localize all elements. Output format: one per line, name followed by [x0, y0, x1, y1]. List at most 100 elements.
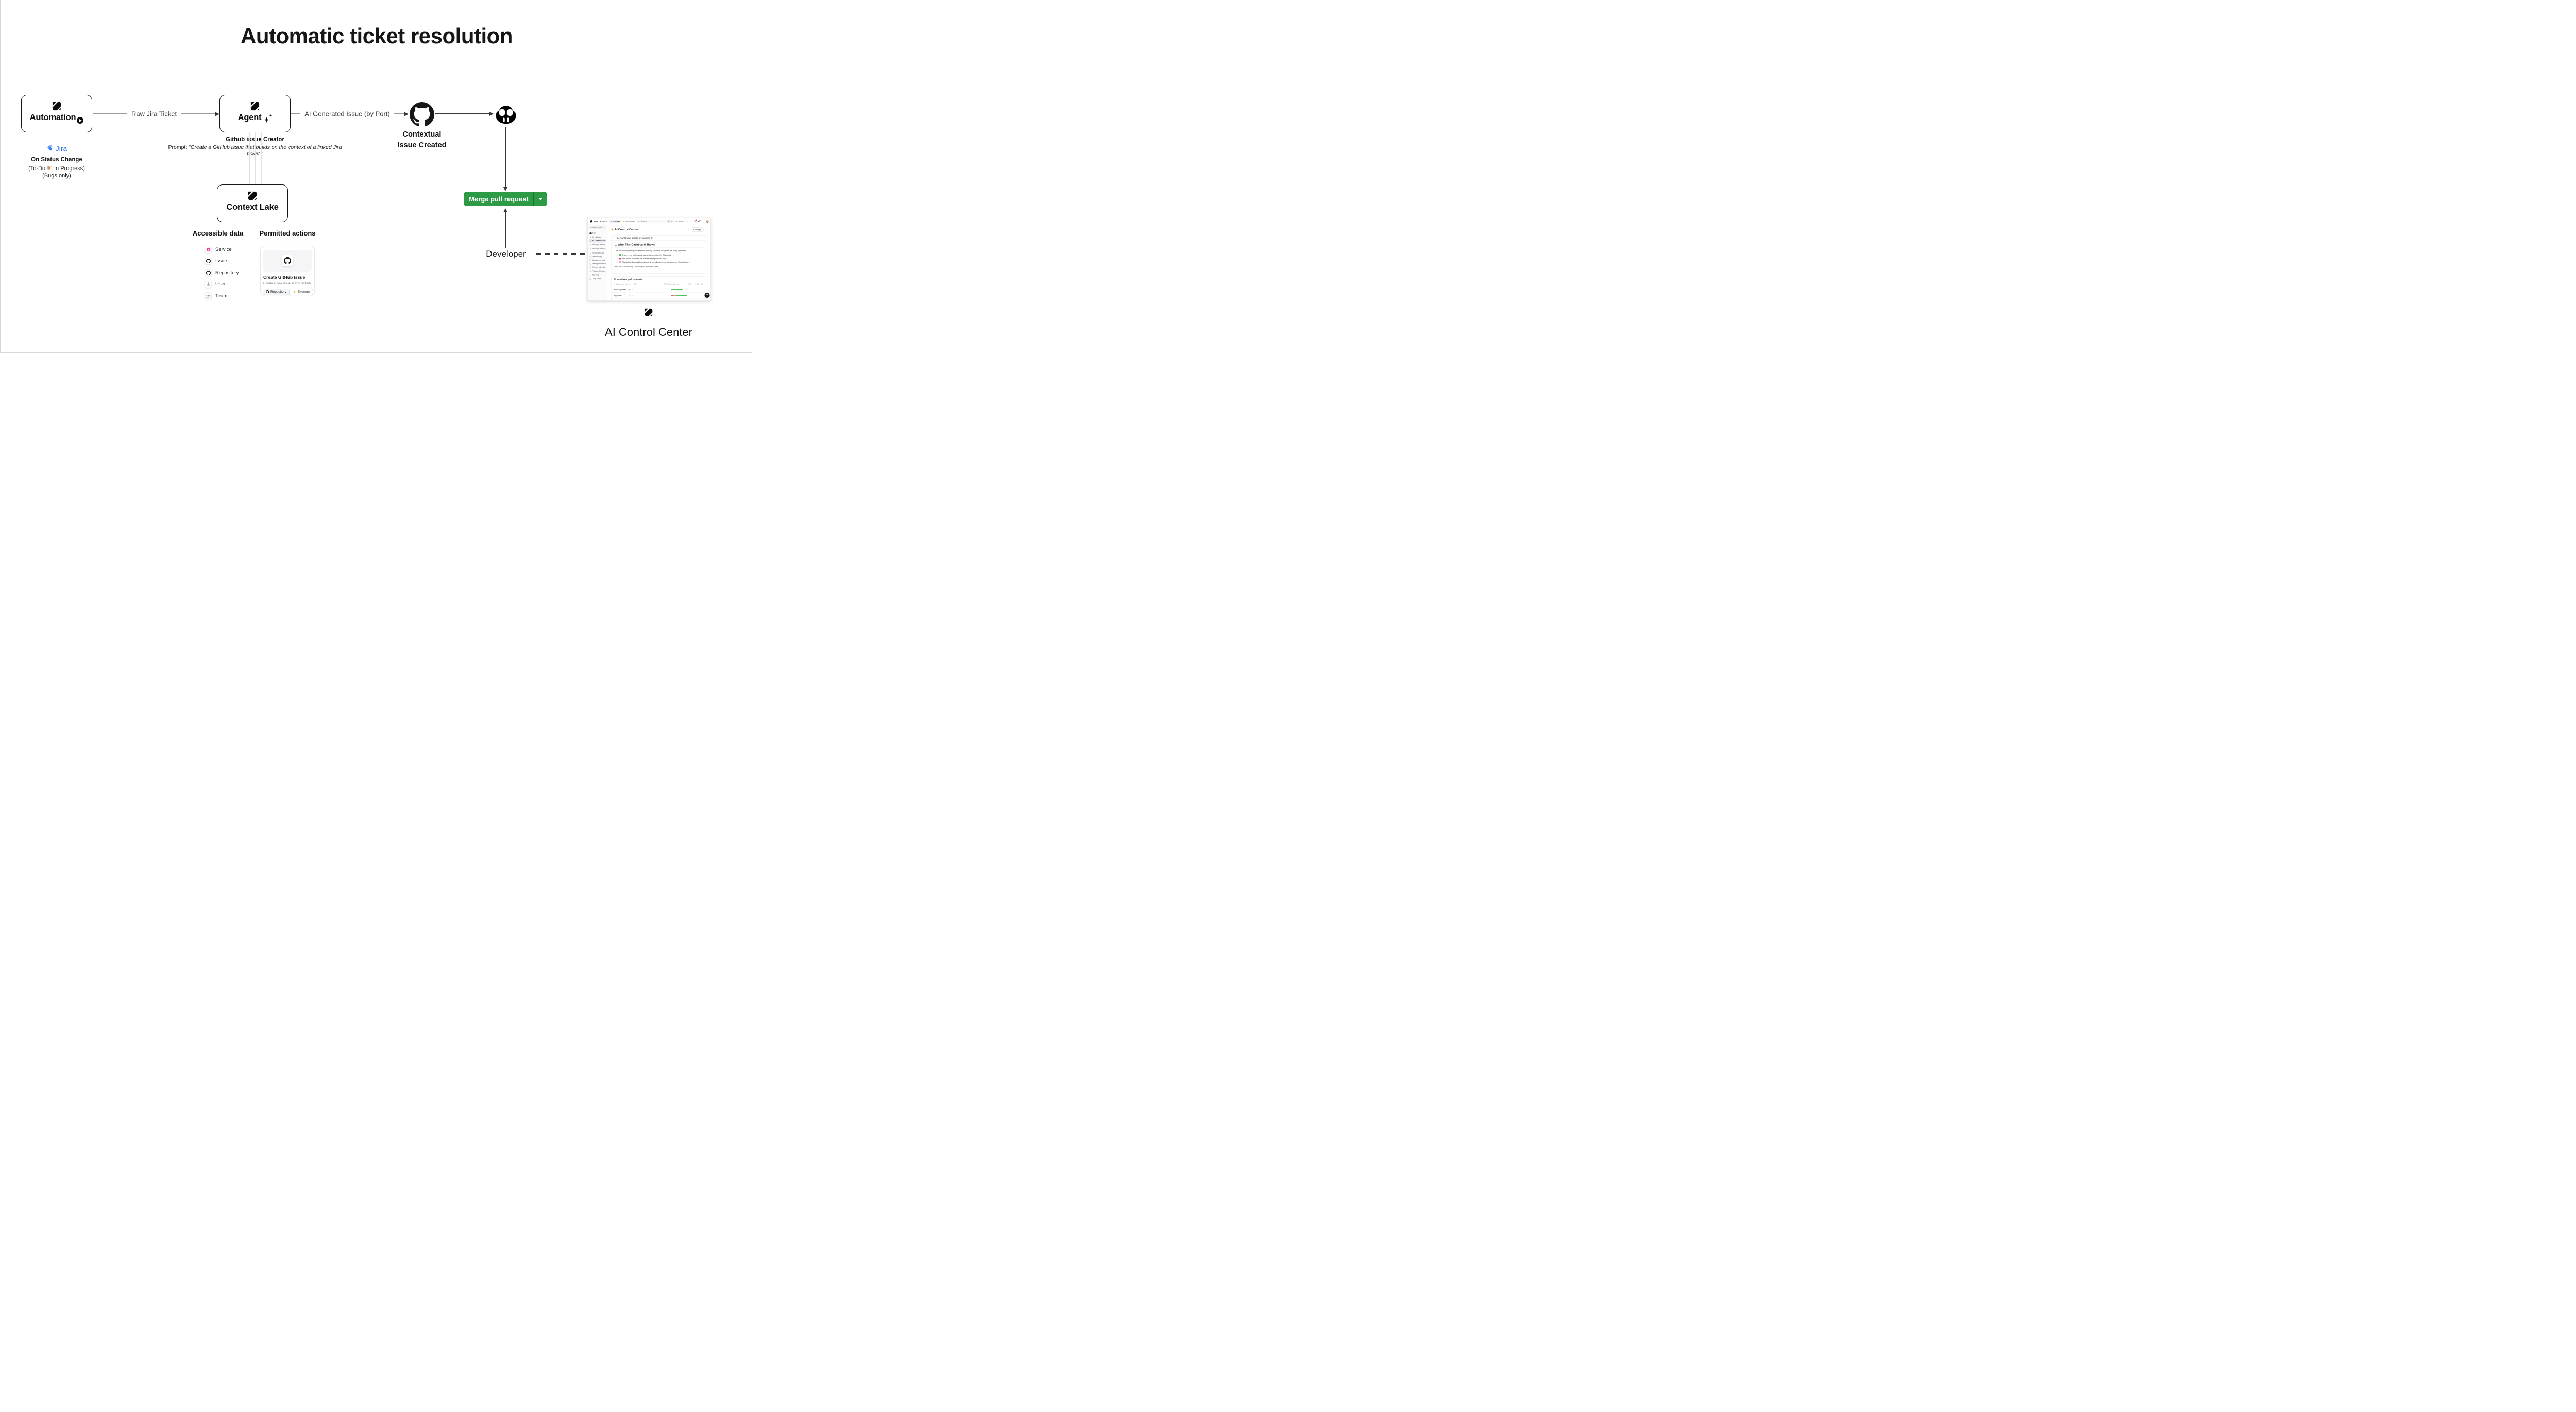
table-row[interactable]: Awaiting review 20 ›: [611, 287, 707, 293]
table-row[interactable]: Approved 5 ›: [611, 293, 707, 299]
chevron-right-icon: ›: [590, 243, 591, 246]
search-placeholder: Search pages: [591, 227, 602, 229]
sidebar-item-platform-requests-dashboard[interactable]: Platform Requests Da...: [589, 270, 606, 273]
history-icon[interactable]: 2: [694, 219, 697, 222]
sidebar-label: Plan my day: [592, 256, 602, 258]
sidebar-label: Surveys: [592, 274, 599, 276]
urgency-bar-red: [671, 295, 675, 296]
add-column-button[interactable]: +: [707, 283, 708, 285]
sidebar-item-new[interactable]: + New: [589, 231, 606, 236]
grid-icon: [589, 278, 591, 280]
sidebar-item-plan-my-day[interactable]: Plan my day: [589, 255, 606, 259]
execute-button[interactable]: Execute: [289, 288, 314, 295]
more-menu-icon[interactable]: ···: [705, 228, 707, 231]
task-list-icon[interactable]: [690, 220, 692, 222]
edge-line: [394, 113, 404, 114]
invite-user-icon[interactable]: [686, 220, 688, 222]
add-widget-button[interactable]: + Widget: [691, 227, 704, 232]
help-button[interactable]: ?: [704, 293, 710, 298]
nav-catalog[interactable]: Catalog: [609, 220, 621, 223]
edge-line: [181, 113, 216, 114]
sidebar-item-ai-control-center[interactable]: AI Control Center: [589, 239, 606, 243]
status-label: Awaiting review: [614, 289, 626, 291]
arrowhead-up-icon: [503, 208, 507, 212]
user-avatar[interactable]: [706, 220, 709, 223]
context-link-line: [261, 132, 262, 184]
pointing-hand-icon: ☛: [47, 164, 53, 172]
search-icon: [615, 244, 617, 246]
brand-label: Port: [593, 220, 598, 223]
sidebar-item-manage-service-catalog[interactable]: › Manage service catalog: [589, 243, 606, 247]
edge-label-ai-generated-issue: AI Generated Issue (by Port): [304, 110, 390, 118]
arrowhead-down-icon: [503, 187, 507, 191]
sidebar-label: Daily Tasks: [592, 278, 601, 280]
edge-ai-generated-issue: AI Generated Issue (by Port): [290, 110, 409, 118]
trigger-caption: On Status Change (To-Do ☛ In Progress) (…: [12, 157, 101, 180]
sidebar-item-manage-my-teams-work[interactable]: Manage my team's w...: [589, 259, 606, 262]
sidebar-item-manage-users-and-teams[interactable]: › Manage users and teams: [589, 247, 606, 251]
column-header: Link: [688, 283, 691, 285]
sidebar-item-surveys[interactable]: › Surveys: [589, 273, 606, 277]
builder-button[interactable]: Builder: [676, 220, 684, 223]
bullet-item: • Stay aligned across human and AI contr…: [618, 261, 704, 264]
github-logo-icon: [410, 102, 434, 127]
column-header: Coding agent status: [615, 283, 629, 285]
sidebar-item-comply-with-standards[interactable]: Comply with standar...: [589, 266, 606, 270]
more-menu-icon[interactable]: ···: [701, 220, 704, 223]
announcements-icon[interactable]: [698, 220, 701, 222]
global-search-input[interactable]: Search ⌘ K: [637, 219, 674, 223]
count-badge: 5: [628, 294, 631, 297]
bullet-text: Stay aligned across human and AI contrib…: [622, 261, 690, 264]
sparkle-icon: [611, 228, 614, 231]
gear-icon: [676, 220, 678, 222]
github-caption: Contextual Issue Created: [386, 129, 458, 151]
developer-label: Developer: [486, 249, 526, 259]
sidebar-item-manage-incidents[interactable]: Manage incidents: [589, 262, 606, 266]
page-title: Automatic ticket resolution: [241, 24, 513, 48]
merge-pull-request-button[interactable]: Merge pull request: [464, 192, 547, 206]
context-lake-node: Context Lake: [217, 184, 288, 222]
sidebar-label: Manage incidents: [592, 263, 606, 265]
nav-label: Self-service: [625, 220, 636, 223]
count-badge: 20: [628, 289, 631, 291]
data-label: Issue: [215, 258, 227, 264]
window-main: AI Control Center + Widget ··· See what …: [607, 224, 711, 301]
people-icon[interactable]: [687, 228, 690, 231]
nav-home[interactable]: Home: [600, 220, 607, 223]
bullet-item: • ✓ Track every pull request opened or m…: [618, 254, 704, 257]
jira-label: Jira: [55, 144, 67, 153]
banner: See what your agents are working on: [611, 236, 707, 241]
action-thumbnail: [263, 250, 312, 272]
repository-tag[interactable]: Repository: [263, 289, 290, 295]
column-header: Pull Request Urgency: [664, 283, 679, 285]
column-header: Title: [634, 283, 637, 285]
table-row[interactable]: Requested changes 4 ›: [612, 298, 707, 301]
nav-self-service[interactable]: Self-service: [623, 220, 636, 223]
sidebar-label: Comply with standar...: [592, 266, 605, 268]
diagram-canvas: Automatic ticket resolution Automation J…: [0, 0, 752, 353]
merge-button-label: Merge pull request: [469, 195, 529, 203]
jira-brand: Jira: [21, 144, 92, 153]
status-label: Approved: [614, 294, 622, 297]
edge-copilot-to-merge: [505, 127, 506, 188]
team-icon: [205, 292, 212, 299]
trigger-from: (To-Do: [28, 165, 46, 172]
list-item-issue: Issue: [205, 257, 239, 265]
sidebar-item-ai-initiative[interactable]: AI Initiative: [589, 236, 606, 239]
sidebar-search-input[interactable]: Search pages: [589, 226, 606, 229]
automation-node: Automation: [21, 95, 92, 132]
sidebar-item-catalog-tables[interactable]: › Catalog tables: [589, 251, 606, 255]
merge-options-dropdown[interactable]: [534, 192, 547, 206]
list-item-team: Team: [205, 292, 239, 299]
merge-button-divider: [533, 192, 534, 206]
nav-label: Catalog: [613, 220, 620, 223]
sidebar-item-daily-tasks[interactable]: Daily Tasks: [589, 277, 606, 281]
column-header: Days Old: [697, 283, 703, 285]
siren-emoji: [619, 258, 621, 260]
medal-icon: [589, 266, 591, 268]
count-badge: 4: [631, 300, 634, 301]
section-title-text: What This Dashboard Shows: [618, 243, 655, 246]
edge-line: [435, 113, 489, 114]
dashboard-title: AI Control Center: [615, 228, 638, 231]
sparkle-icon: [590, 236, 592, 238]
